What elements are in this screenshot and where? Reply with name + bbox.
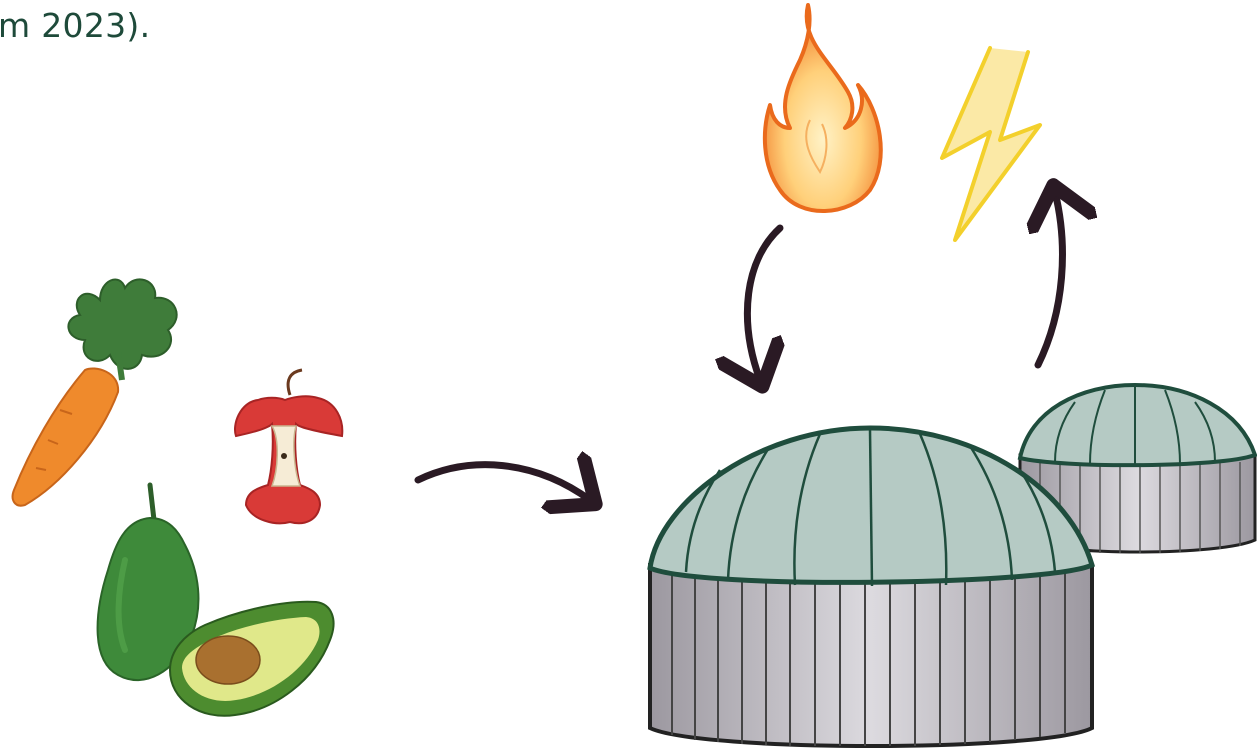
- biogas-digester-icon: [647, 425, 1096, 748]
- digester-to-electricity-arrow: [1038, 192, 1062, 369]
- lightning-bolt-icon: [940, 46, 1042, 242]
- avocado-icon: [96, 482, 200, 681]
- carrot-icon: [11, 278, 178, 507]
- flame-icon: [762, 3, 883, 213]
- biogas-digester-icon: [1017, 382, 1257, 554]
- input-arrow: [414, 465, 590, 500]
- flame-to-digester-arrow: [747, 224, 780, 380]
- apple-core-icon: [234, 368, 344, 525]
- avocado-half-icon: [168, 600, 335, 717]
- caption-text: m 2023).: [0, 6, 151, 45]
